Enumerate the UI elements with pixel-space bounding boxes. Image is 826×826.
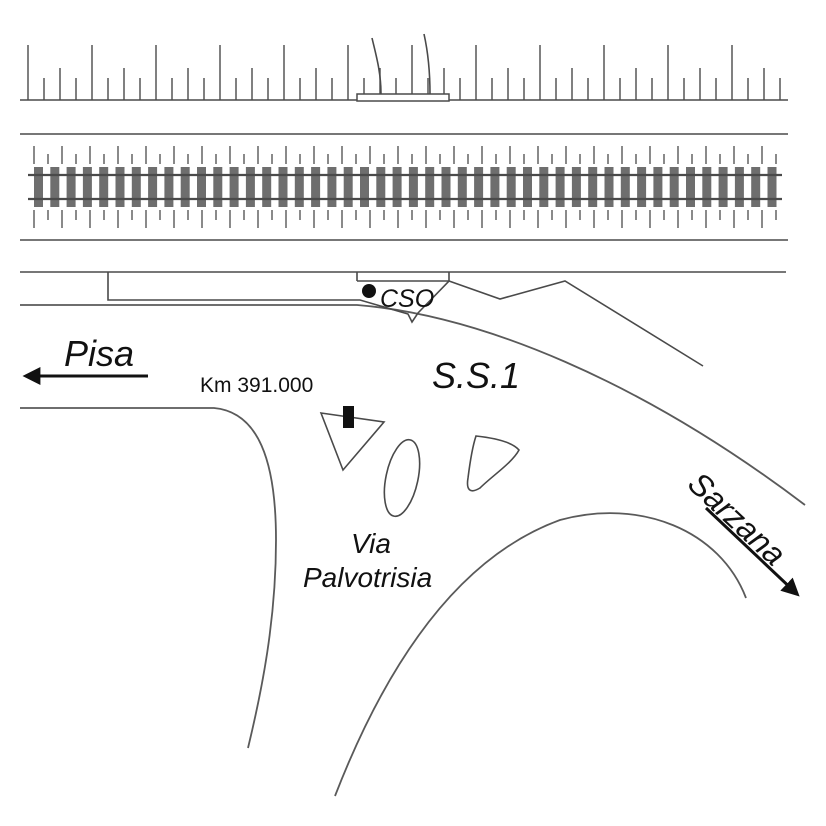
railway-sleeper — [82, 167, 92, 207]
railway-sleeper — [115, 167, 125, 207]
railway-sleeper — [294, 167, 304, 207]
bridge-curve-right — [423, 33, 431, 95]
roads — [20, 271, 806, 797]
railway-sleeper — [571, 167, 581, 207]
sarzana-label: Sarzana — [681, 465, 793, 573]
railway-sleeper — [588, 167, 598, 207]
bridge-slab — [356, 93, 450, 102]
railway-sleeper — [66, 167, 76, 207]
railway-sleeper — [669, 167, 679, 207]
railway-sleeper — [702, 167, 712, 207]
railway-sleeper — [767, 167, 777, 207]
railway-sleeper — [653, 167, 663, 207]
railway-sleeper — [637, 167, 647, 207]
railway-sleeper — [327, 167, 337, 207]
railway-sleeper — [408, 167, 418, 207]
bridge-curve-left — [371, 37, 382, 95]
railway-sleeper — [245, 167, 255, 207]
railway-sleeper — [131, 167, 141, 207]
railway-sleeper — [180, 167, 190, 207]
cso-label: CSO — [380, 285, 434, 313]
via-palvotrisia-east-edge — [334, 512, 747, 797]
embankment-edge — [448, 280, 704, 367]
railway-sleeper — [539, 167, 549, 207]
railway-sleeper — [555, 167, 565, 207]
railway-sleeper — [262, 167, 272, 207]
railway-sleeper — [376, 167, 386, 207]
traffic-islands — [319, 412, 520, 518]
ss1-label: S.S.1 — [432, 355, 520, 396]
railway-sleeper — [523, 167, 532, 207]
cso-dot-icon — [362, 284, 376, 298]
via-label-line1: Via — [351, 528, 391, 559]
railway-sleeper — [34, 167, 43, 207]
railway — [20, 133, 788, 241]
railway-sleeper — [197, 167, 206, 207]
railway-sleeper — [506, 167, 516, 207]
railway-sleeper — [99, 167, 109, 207]
rail-ticks — [33, 146, 777, 228]
km-marker-icon — [343, 406, 354, 428]
railway-sleeper — [686, 167, 695, 207]
island-oval — [383, 438, 421, 518]
pisa-label: Pisa — [64, 333, 134, 374]
railway-sleeper — [441, 167, 451, 207]
railway-sleeper — [50, 167, 60, 207]
railway-sleeper — [360, 167, 369, 207]
railway-sleeper — [148, 167, 158, 207]
railway-sleeper — [392, 167, 402, 207]
railway-sleeper — [604, 167, 614, 207]
island-teardrop — [466, 435, 520, 492]
railway-sleeper — [751, 167, 761, 207]
railway-sleeper — [343, 167, 353, 207]
railway-sleeper — [490, 167, 500, 207]
railway-sleeper — [474, 167, 484, 207]
railway-sleeper — [229, 167, 239, 207]
top-fence — [20, 33, 788, 102]
railway-sleeper — [734, 167, 744, 207]
railway-sleeper — [425, 167, 435, 207]
railway-sleeper — [718, 167, 728, 207]
railway-sleeper — [213, 167, 223, 207]
arrow-down-right-icon — [704, 506, 800, 597]
via-label-line2: Palvotrisia — [303, 562, 432, 593]
ss1-south-edge-west — [20, 407, 277, 749]
railway-sleeper — [164, 167, 174, 207]
ss1-north-edge — [20, 304, 806, 506]
layby-outline — [107, 272, 450, 324]
km-label: Km 391.000 — [200, 374, 313, 397]
railway-sleeper — [278, 167, 288, 207]
railway-sleepers — [34, 167, 777, 207]
railway-sleeper — [457, 167, 467, 207]
railway-sleeper — [311, 167, 321, 207]
fence-ticks — [27, 45, 781, 100]
railway-sleeper — [620, 167, 630, 207]
